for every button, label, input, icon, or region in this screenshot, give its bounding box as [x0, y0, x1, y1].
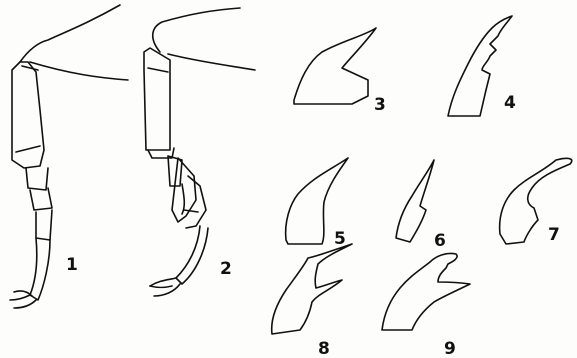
figure-label-8: 8 [318, 339, 330, 358]
figure-label-2: 2 [220, 259, 232, 279]
claw-drawing-6 [396, 160, 434, 242]
figure-label-3: 3 [374, 95, 386, 115]
figure-label-9: 9 [444, 339, 456, 358]
figure-label-5: 5 [334, 229, 346, 249]
claw-drawing-7 [500, 158, 572, 244]
figure-label-7: 7 [548, 225, 560, 245]
claw-drawing-4 [448, 16, 512, 116]
figure-label-4: 4 [504, 93, 516, 113]
claw-drawing-9 [382, 253, 470, 330]
figure-label-1: 1 [66, 255, 78, 275]
figure-label-6: 6 [434, 231, 446, 251]
leg-drawing-2 [144, 8, 255, 296]
claw-drawing-8 [272, 244, 352, 334]
claw-drawing-3 [294, 28, 376, 104]
